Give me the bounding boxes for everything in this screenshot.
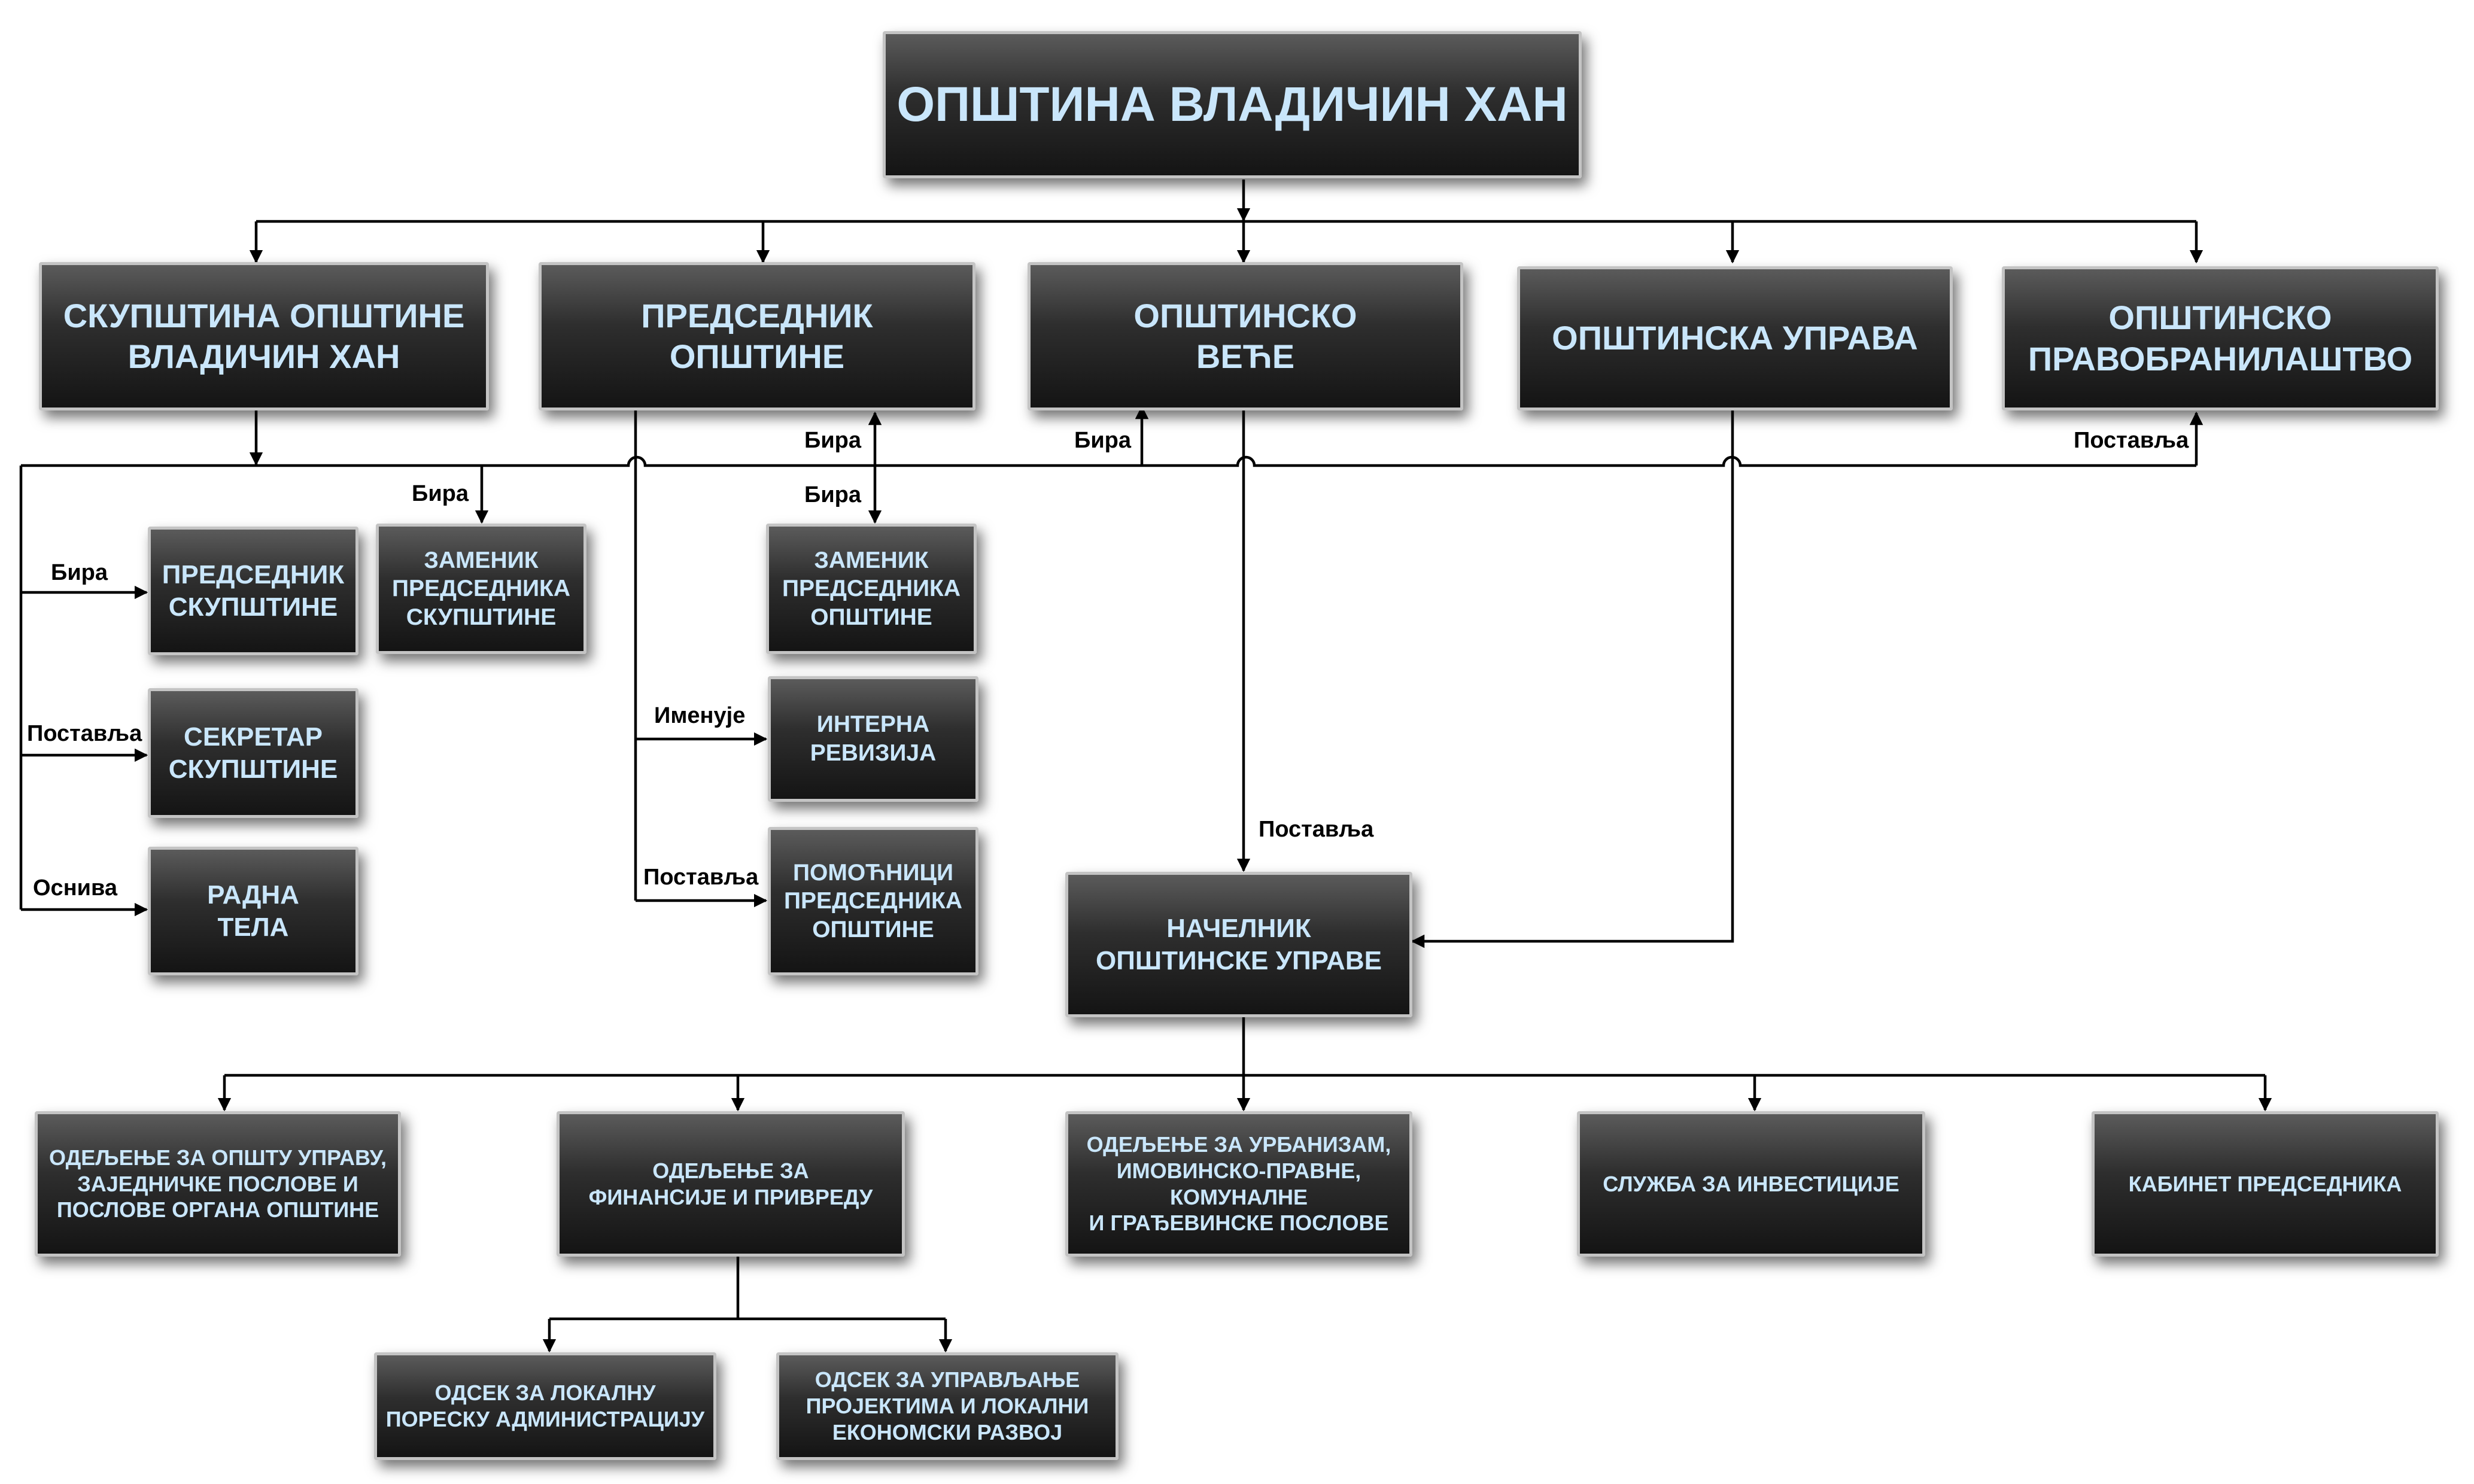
label-postavlja-admin-head: Поставља <box>1259 817 1374 842</box>
label-bira-deputy-president: Бира <box>804 482 862 507</box>
node-president: ПРЕДСЕДНИК ОПШТИНЕ <box>539 262 975 410</box>
node-assistants: ПОМОЋНИЦИ ПРЕДСЕДНИКА ОПШТИНЕ <box>768 827 978 975</box>
connector-administration-to-head <box>1411 410 1734 948</box>
node-section-tax: ОДСЕК ЗА ЛОКАЛНУ ПОРЕСКУ АДМИНИСТРАЦИЈУ <box>374 1352 716 1460</box>
label-bira-assembly-president: Бира <box>51 560 108 585</box>
node-assembly: СКУПШТИНА ОПШТИНЕ ВЛАДИЧИН ХАН <box>39 262 489 410</box>
node-cabinet: КАБИНЕТ ПРЕДСЕДНИКА <box>2092 1111 2439 1257</box>
label-bira-president: Бира <box>804 428 862 453</box>
node-internal-audit: ИНТЕРНА РЕВИЗИЈА <box>768 676 978 802</box>
node-service-investment: СЛУЖБА ЗА ИНВЕСТИЦИЈЕ <box>1577 1111 1925 1257</box>
node-admin-head: НАЧЕЛНИК ОПШТИНСКЕ УПРАВЕ <box>1065 872 1412 1017</box>
node-dept-finance: ОДЕЉЕЊЕ ЗА ФИНАНСИЈЕ И ПРИВРЕДУ <box>557 1111 905 1257</box>
label-postavlja-attorney: Поставља <box>2074 428 2189 453</box>
node-dept-general: ОДЕЉЕЊЕ ЗА ОПШТУ УПРАВУ, ЗАЈЕДНИЧКЕ ПОСЛ… <box>35 1111 401 1257</box>
node-council: ОПШТИНСКО ВЕЋЕ <box>1028 262 1463 410</box>
node-administration: ОПШТИНСКА УПРАВА <box>1517 266 1953 410</box>
connector-assembly-bus <box>21 455 2196 467</box>
label-bira-council: Бира <box>1074 428 1132 453</box>
node-assembly-president: ПРЕДСЕДНИК СКУПШТИНЕ <box>148 527 358 655</box>
label-postavlja-assistants: Поставља <box>643 865 759 890</box>
node-dept-urban: ОДЕЉЕЊЕ ЗА УРБАНИЗАМ, ИМОВИНСКО-ПРАВНЕ, … <box>1065 1111 1412 1257</box>
label-bira-assembly-deputy: Бира <box>412 481 469 506</box>
node-section-projects: ОДСЕК ЗА УПРАВЉАЊЕ ПРОЈЕКТИМА И ЛОКАЛНИ … <box>776 1352 1119 1460</box>
node-municipality: ОПШТИНА ВЛАДИЧИН ХАН <box>883 31 1582 178</box>
label-osniva-working-bodies: Оснива <box>33 875 117 901</box>
label-imenuje-internal-audit: Именује <box>654 703 746 728</box>
node-deputy-president: ЗАМЕНИК ПРЕДСЕДНИКА ОПШТИНЕ <box>766 524 977 654</box>
node-attorney: ОПШТИНСКО ПРАВОБРАНИЛАШТВО <box>2002 266 2439 410</box>
node-assembly-deputy: ЗАМЕНИК ПРЕДСЕДНИКА СКУПШТИНЕ <box>376 524 586 654</box>
node-assembly-secretary: СЕКРЕТАР СКУПШТИНЕ <box>148 688 358 818</box>
label-postavlja-secretary: Поставља <box>27 721 142 746</box>
node-working-bodies: РАДНА ТЕЛА <box>148 847 358 975</box>
